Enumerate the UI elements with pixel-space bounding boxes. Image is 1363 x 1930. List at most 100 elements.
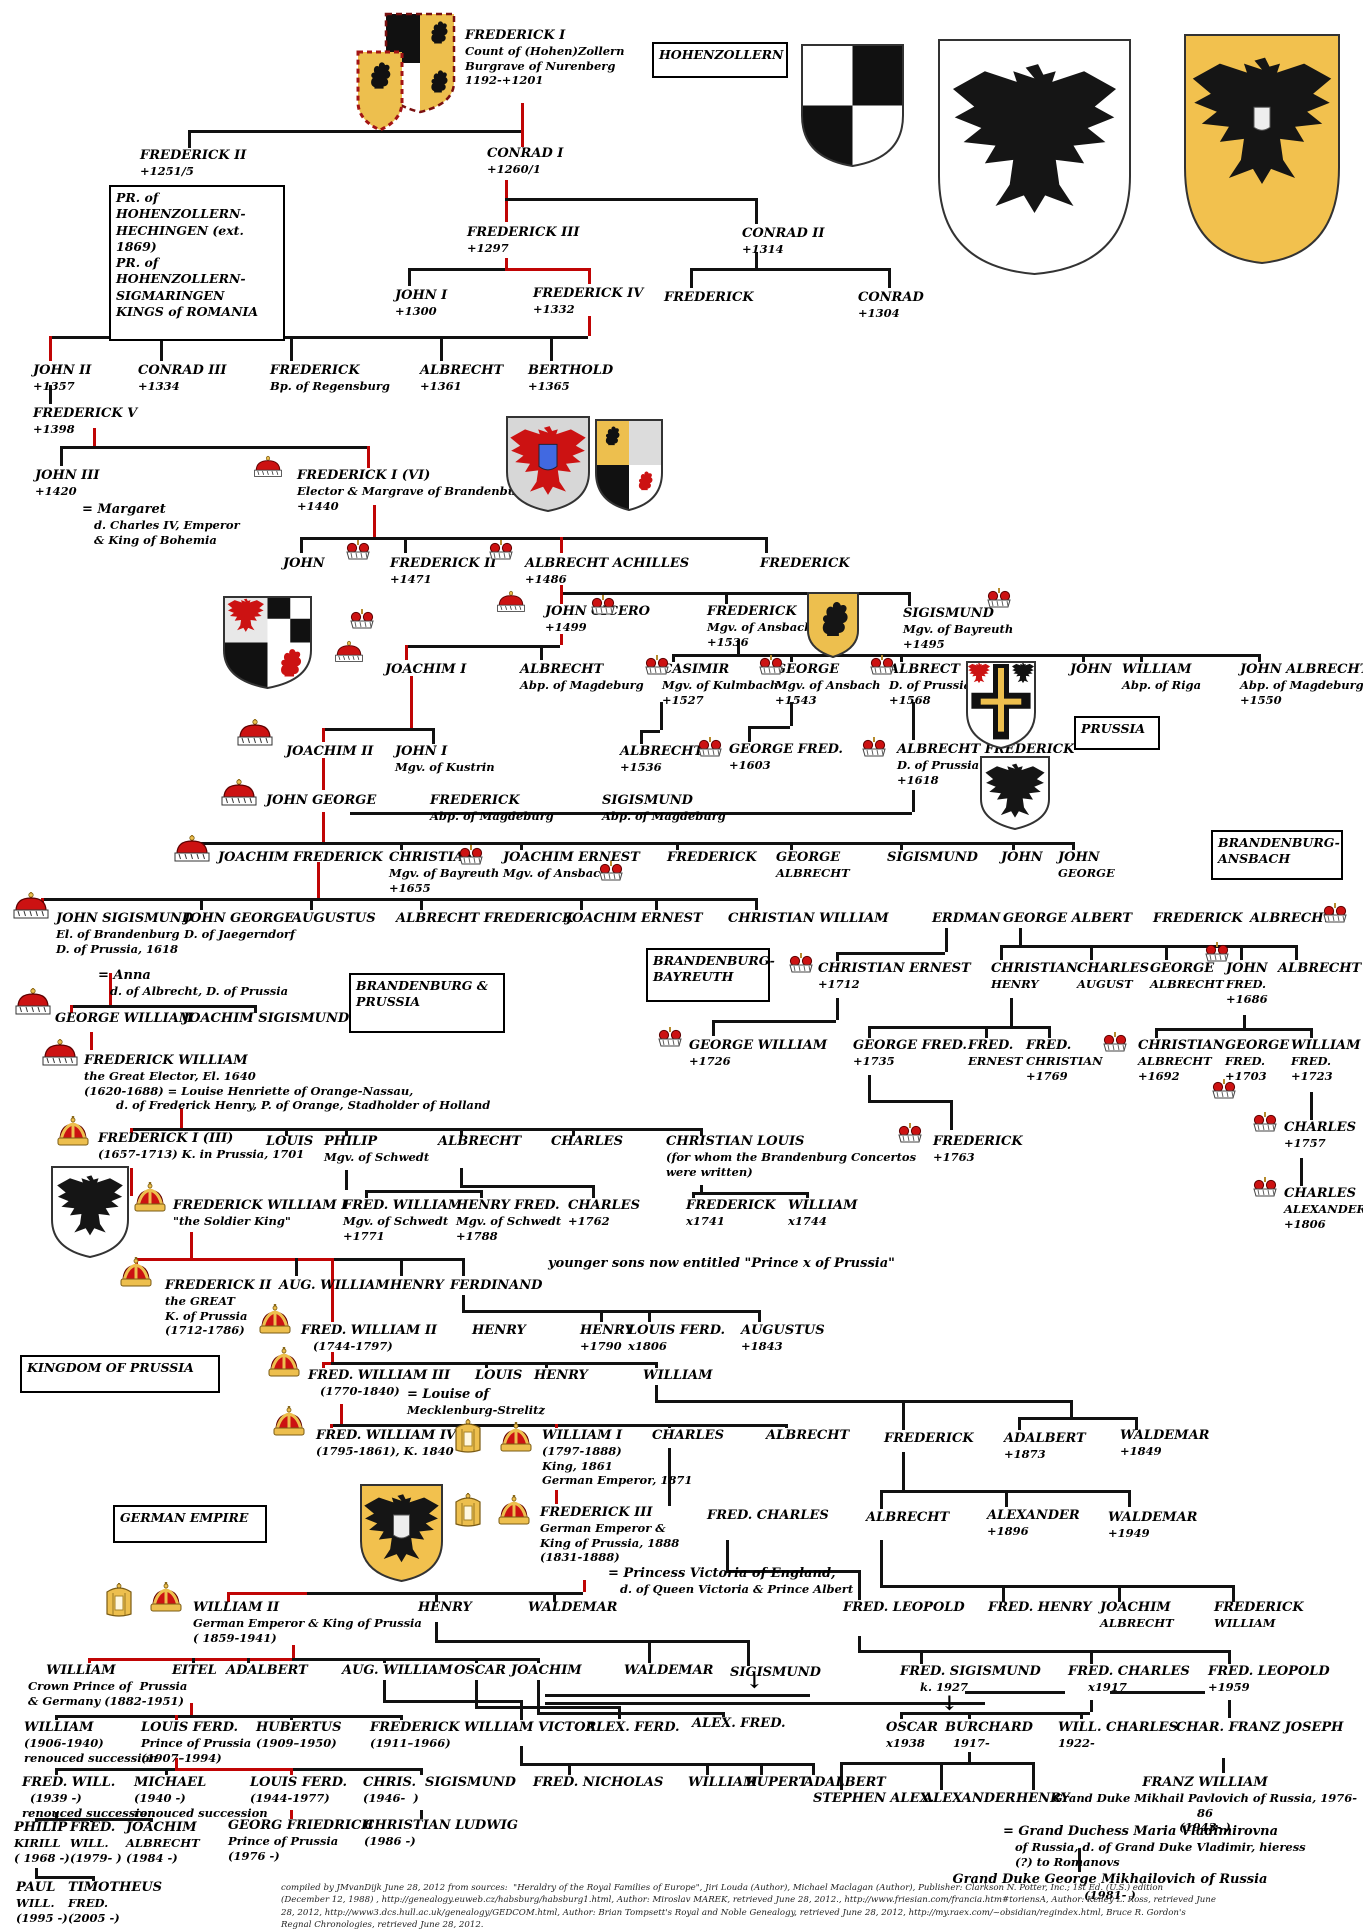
person-name: ERNEST (641, 911, 703, 926)
family-line (902, 1400, 905, 1430)
family-line (165, 1768, 168, 1775)
succession-line (292, 1645, 295, 1658)
family-line (1012, 842, 1015, 850)
succession-line (70, 1005, 73, 1013)
person-name: OSCAR (454, 1663, 506, 1678)
section-label-brandenburg-prussia: BRANDENBURG &PRUSSIA (349, 973, 505, 1033)
person-name: FERDINAND (450, 1278, 543, 1293)
section-label-text: ANSBACH (1218, 851, 1291, 867)
person-node: GEORGE FRED.+1735 (853, 1038, 967, 1069)
person-detail: Mgv. of Schwedt (343, 1214, 449, 1229)
succession-line (560, 634, 563, 645)
person-name: ALBRECHT ACHILLES (525, 556, 690, 571)
succession-line (49, 336, 52, 361)
family-line (1048, 1026, 1051, 1038)
person-name: SIGISMUND (730, 1665, 821, 1680)
person-node: AUG. WILLIAM (279, 1278, 390, 1294)
person-detail: (1797-1888) (542, 1444, 622, 1459)
family-line (1310, 1092, 1313, 1120)
person-detail: the GREAT (165, 1294, 235, 1309)
succession-line (330, 1424, 333, 1428)
person-node: GEORGE WILLIAM (55, 1011, 193, 1027)
person-detail: +1251/5 (140, 164, 194, 179)
royal-crown-icon (148, 1582, 184, 1616)
person-node: WALDEMAR (624, 1663, 713, 1679)
person-node: STEPHEN ALEX. (813, 1791, 934, 1807)
family-line (1140, 654, 1143, 662)
person-name: FREDERICK III (540, 1505, 653, 1520)
person-name: AUG. WILLIAM (342, 1663, 453, 1678)
person-name: GEORGE ALBERT (1003, 911, 1133, 926)
family-line (90, 1818, 93, 1822)
family-line (192, 1658, 195, 1663)
family-line (200, 898, 203, 910)
person-name: CHRISTIAN LOUIS (666, 1134, 805, 1149)
family-line (460, 1168, 463, 1185)
person-detail: 1192-+1201 (465, 73, 544, 87)
succession-line (135, 1258, 331, 1261)
person-node: BERTHOLD+1365 (528, 363, 613, 394)
succession-line (555, 1490, 558, 1504)
person-name: ALEX. FRED. (692, 1716, 786, 1731)
person-name: JOHN GEORGE (266, 793, 377, 808)
person-name: CHARLES (551, 1134, 623, 1149)
coat-of-arms-goldlion-icon (806, 591, 860, 663)
person-detail: (1939 -) (22, 1791, 82, 1806)
succession-line (175, 1715, 178, 1720)
succession-line (322, 812, 325, 842)
person-detail: (for whom the Brandenburg Concertos (666, 1150, 917, 1165)
person-name: JOHN (1070, 662, 1112, 677)
succession-line (555, 1424, 558, 1428)
person-name: CONRAD III (138, 363, 227, 378)
person-detail: +1703 (1225, 1068, 1267, 1083)
family-line (1090, 1700, 1093, 1712)
family-line (1032, 1762, 1035, 1790)
person-detail: k. 1927 (900, 1680, 969, 1695)
person-detail: +1769 (1026, 1068, 1068, 1083)
person-detail: Mecklenburg-Strelitz (407, 1403, 545, 1418)
person-node: ALBRECHT ACHILLES+1486 (525, 556, 689, 587)
family-line (227, 1592, 583, 1595)
family-line (950, 1100, 953, 1130)
person-name: JOACHIM FREDERICK (218, 850, 383, 865)
family-line (545, 1694, 810, 1697)
person-name: Grand Duke George Mikhailovich of Russia (952, 1872, 1268, 1887)
family-line (672, 654, 1258, 657)
person-name: WALDEMAR (528, 1600, 618, 1615)
person-node: FERDINAND (450, 1278, 542, 1294)
succession-line (521, 103, 524, 130)
succession-line (588, 268, 591, 284)
person-node: RUPERT (746, 1775, 808, 1791)
person-detail: & King of Bohemia (82, 532, 217, 547)
family-line (1002, 1585, 1005, 1602)
person-node: CHRIS. SIGISMUND(1946- ) (363, 1775, 516, 1806)
prince-coronet-icon (349, 609, 375, 633)
person-detail: Prince of Prussia (228, 1834, 339, 1849)
person-node: ALBRECHT (1250, 911, 1333, 927)
person-node: FRED. LEOPOLD+1959 (1208, 1664, 1330, 1695)
family-line (900, 842, 903, 850)
family-line (1090, 1650, 1093, 1664)
family-line (690, 268, 693, 288)
person-name: ALBRECHT FREDERICK (396, 911, 574, 926)
family-line (690, 268, 888, 271)
family-line (1070, 1400, 1073, 1417)
family-line (748, 726, 790, 729)
family-line (747, 1640, 750, 1666)
person-name: WILLIAM (788, 1198, 858, 1213)
family-line (1228, 1650, 1231, 1664)
family-line (60, 446, 367, 449)
person-name: SIGISMUND (602, 793, 693, 808)
coat-of-arms-prussia-royal-icon (937, 38, 1132, 280)
family-line (520, 1763, 812, 1766)
family-line (902, 1452, 905, 1490)
person-name: LOUIS (475, 1368, 523, 1383)
person-name: GEORG FRIEDRICH (228, 1818, 374, 1833)
person-name: JOHN (1058, 850, 1100, 865)
person-detail: +1788 (456, 1228, 498, 1243)
